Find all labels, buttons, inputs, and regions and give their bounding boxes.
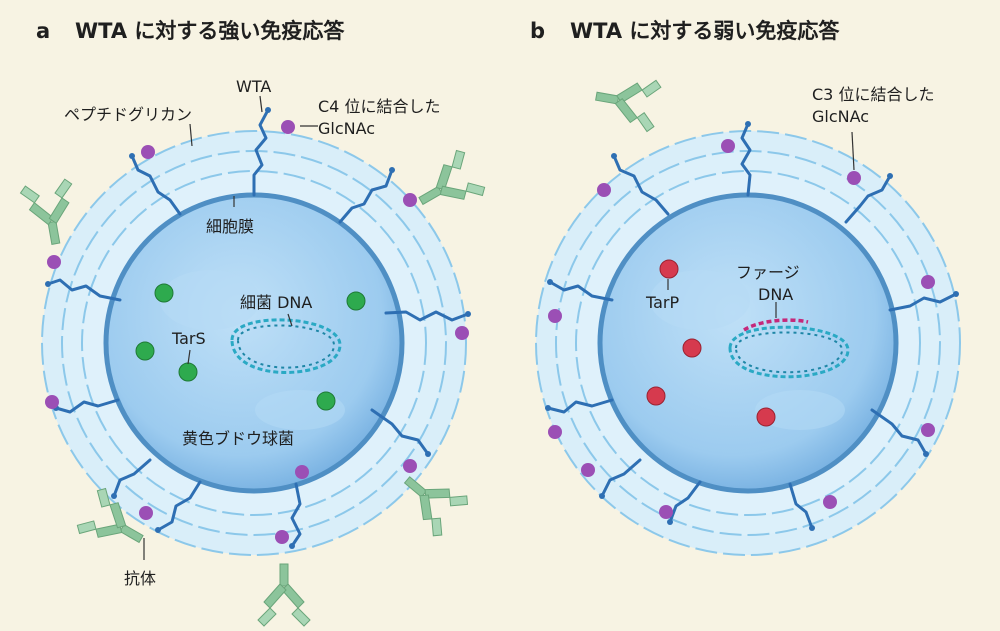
label-antibody: 抗体 (124, 569, 156, 588)
label-tarp: TarP (645, 293, 680, 312)
glcnac-b (548, 139, 935, 519)
label-phage-dna-line2: DNA (758, 285, 793, 304)
label-phage-dna-line1: ファージ (736, 263, 800, 282)
label-glcnac-a-line1: C4 位に結合した (318, 97, 440, 116)
label-peptidoglycan: ペプチドグリカン (64, 105, 192, 124)
panel-b-title: WTA に対する弱い免疫応答 (570, 19, 840, 43)
wta-chains-b (546, 122, 958, 530)
leaders-b (667, 131, 855, 318)
wta-chains-a (46, 108, 470, 548)
panel-a: a WTA に対する強い免疫応答 (18, 19, 489, 627)
label-organism: 黄色ブドウ球菌 (182, 429, 294, 448)
label-tars: TarS (171, 329, 206, 348)
antibody-group-b (591, 70, 663, 134)
label-glcnac-b-line2: GlcNAc (812, 107, 869, 126)
label-membrane: 細胞膜 (206, 217, 254, 236)
label-glcnac-a-line2: GlcNAc (318, 119, 375, 138)
phage-dna-b (728, 318, 850, 379)
panel-a-title: WTA に対する強い免疫応答 (75, 19, 345, 43)
label-bacterial-dna: 細菌 DNA (240, 293, 312, 312)
leaders-a (143, 95, 318, 560)
label-wta: WTA (236, 77, 271, 96)
panel-a-letter: a (36, 19, 50, 43)
panel-b-letter: b (530, 19, 545, 43)
tarp-enzymes (646, 259, 776, 427)
cell-membrane-b (597, 192, 899, 494)
wta-nodes-b (545, 121, 959, 531)
bacterial-dna-a (230, 318, 342, 374)
label-glcnac-b-line1: C3 位に結合した (812, 85, 934, 104)
glcnac-a (45, 120, 469, 544)
panel-b: b WTA に対する弱い免疫応答 (530, 19, 961, 556)
